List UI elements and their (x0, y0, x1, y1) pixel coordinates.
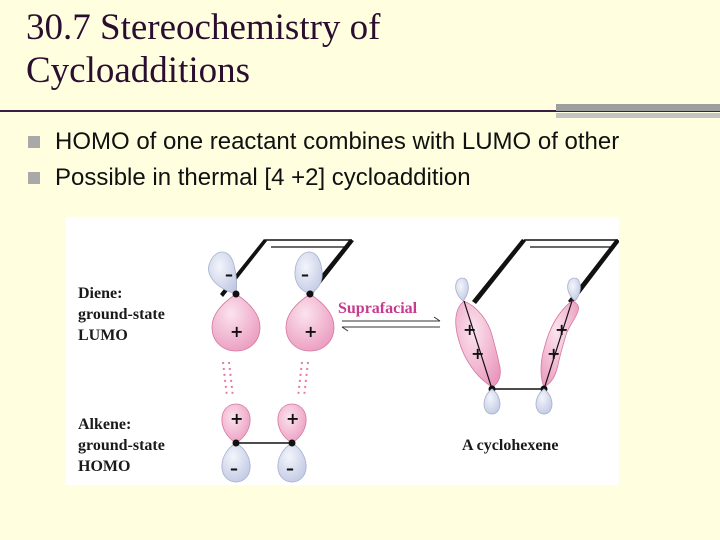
minus-sign: – (301, 265, 309, 284)
diene-label-line-2: ground-state (78, 306, 165, 323)
bullet-text: HOMO of one reactant combines with LUMO … (55, 128, 620, 155)
product-label: A cyclohexene (462, 437, 558, 454)
bullet-item: Possible in thermal [4 +2] cycloaddition (28, 160, 718, 196)
diene-backbone (220, 239, 354, 297)
title-divider-accent-light (556, 113, 720, 118)
orbital-overlap-dots (222, 361, 309, 398)
plus-sign: + (463, 320, 476, 339)
minus-sign: – (230, 459, 238, 478)
slide-title: 30.7 Stereochemistry of Cycloadditions (26, 6, 706, 92)
bullet-list: HOMO of one reactant combines with LUMO … (28, 124, 718, 196)
orbital-diagram: Diene: ground-state LUMO Alkene: ground-… (78, 239, 619, 483)
minus-sign: – (286, 459, 294, 478)
title-line-2: Cycloadditions (26, 50, 251, 91)
title-divider (0, 110, 720, 112)
alkene-label-line-1: Alkene: (78, 416, 131, 433)
plus-sign: + (555, 320, 568, 339)
diene-label-line-3: LUMO (78, 327, 128, 344)
title-divider-accent (556, 104, 720, 111)
alkene-label-line-2: ground-state (78, 437, 165, 454)
diene-orbital-right: – + (285, 251, 335, 352)
bullet-square-icon (28, 136, 40, 148)
plus-sign: + (471, 344, 484, 363)
cyclohexene-product: + + + + A cyclohexene (455, 239, 619, 454)
diene-orbital-left: – + (208, 251, 261, 352)
plus-sign: + (230, 409, 243, 428)
bullet-square-icon (28, 172, 40, 184)
alkene-orbitals: + + – – (221, 403, 307, 483)
plus-sign: + (286, 409, 299, 428)
minus-sign: – (225, 265, 233, 284)
bullet-text: Possible in thermal [4 +2] cycloaddition (55, 164, 471, 191)
cycloaddition-figure: Diene: ground-state LUMO Alkene: ground-… (66, 217, 619, 485)
suprafacial-arrow: Suprafacial (338, 300, 441, 332)
diene-label-line-1: Diene: (78, 285, 122, 302)
alkene-label-line-3: HOMO (78, 458, 130, 475)
bullet-item: HOMO of one reactant combines with LUMO … (28, 124, 718, 160)
plus-sign: + (230, 322, 243, 341)
plus-sign: + (304, 322, 317, 341)
suprafacial-label: Suprafacial (338, 300, 418, 317)
title-line-1: 30.7 Stereochemistry of (26, 7, 381, 48)
